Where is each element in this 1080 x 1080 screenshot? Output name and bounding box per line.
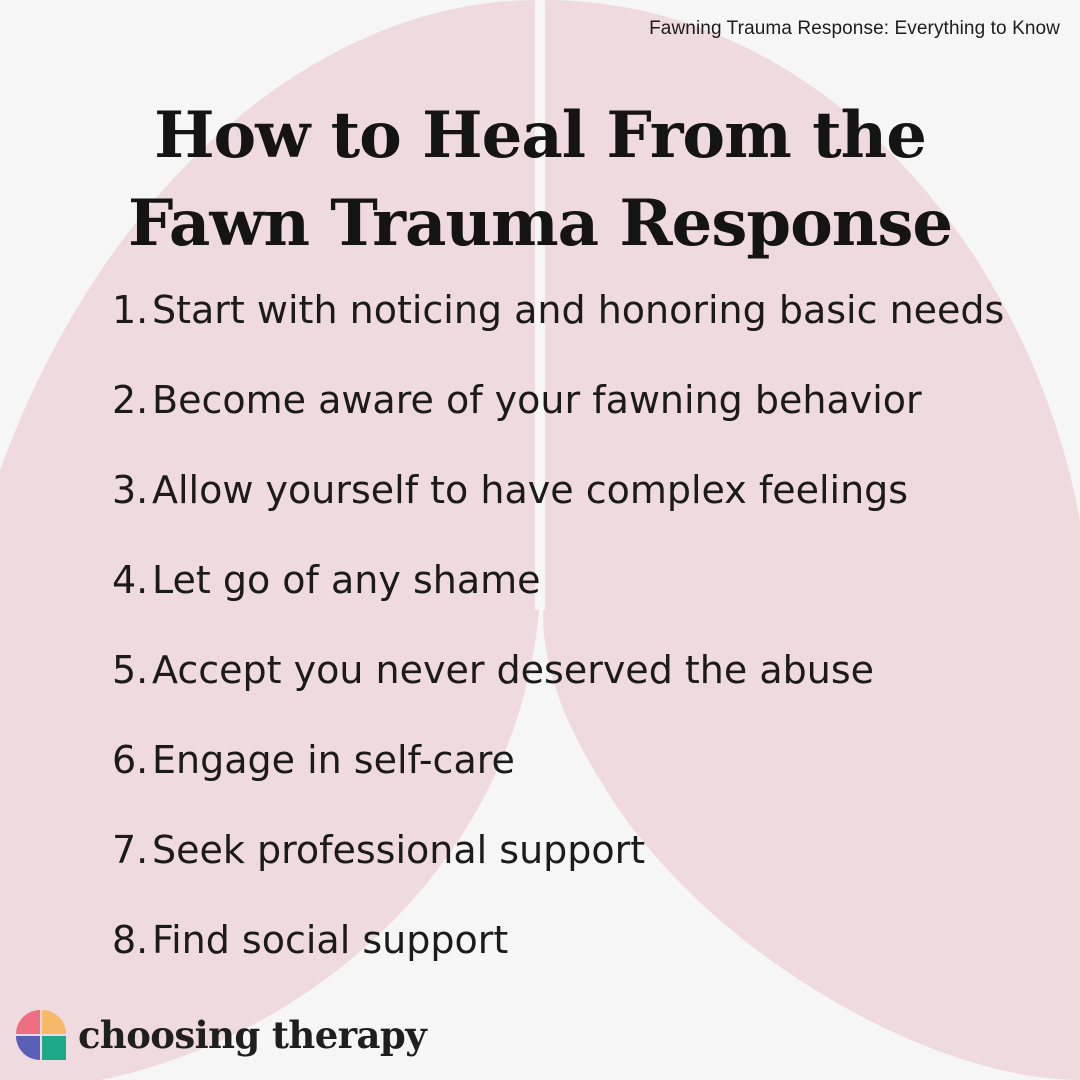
- page-title: How to Heal From the Fawn Trauma Respons…: [0, 92, 1080, 268]
- step-text: Engage in self-care: [152, 738, 515, 782]
- brand-mark-yellow-quadrant: [42, 1010, 66, 1034]
- step-item: 6. Engage in self-care: [112, 738, 1004, 828]
- step-item: 3. Allow yourself to have complex feelin…: [112, 468, 1004, 558]
- step-number: 6.: [112, 738, 149, 782]
- step-text: Start with noticing and honoring basic n…: [152, 288, 1005, 332]
- brand-mark-blue-quadrant: [16, 1036, 40, 1060]
- brand-name: choosing therapy: [78, 1013, 427, 1057]
- center-divider: [535, 0, 545, 610]
- step-text: Find social support: [152, 918, 509, 962]
- brand-logo: choosing therapy: [14, 1007, 427, 1063]
- brand-mark-pink-quadrant: [16, 1010, 40, 1034]
- step-number: 2.: [112, 378, 149, 422]
- steps-list: 1. Start with noticing and honoring basi…: [112, 288, 1004, 1008]
- step-item: 2. Become aware of your fawning behavior: [112, 378, 1004, 468]
- step-text: Seek professional support: [152, 828, 646, 872]
- title-line-1: How to Heal From the: [154, 98, 927, 173]
- step-item: 7. Seek professional support: [112, 828, 1004, 918]
- right-lobe-shape: [543, 0, 1080, 1080]
- source-caption: Fawning Trauma Response: Everything to K…: [649, 18, 1060, 39]
- step-text: Become aware of your fawning behavior: [152, 378, 922, 422]
- step-text: Allow yourself to have complex feelings: [152, 468, 909, 512]
- step-number: 7.: [112, 828, 149, 872]
- title-line-2: Fawn Trauma Response: [127, 186, 953, 261]
- step-item: 1. Start with noticing and honoring basi…: [112, 288, 1004, 378]
- step-number: 1.: [112, 288, 149, 332]
- brand-mark-green-quadrant: [42, 1036, 66, 1060]
- step-item: 4. Let go of any shame: [112, 558, 1004, 648]
- step-number: 3.: [112, 468, 149, 512]
- step-number: 4.: [112, 558, 149, 602]
- brand-mark-icon: [16, 1010, 66, 1060]
- step-text: Let go of any shame: [152, 558, 541, 602]
- step-item: 8. Find social support: [112, 918, 1004, 1008]
- step-number: 8.: [112, 918, 149, 962]
- step-number: 5.: [112, 648, 149, 692]
- left-lobe-shape: [0, 0, 540, 1080]
- step-text: Accept you never deserved the abuse: [152, 648, 874, 692]
- step-item: 5. Accept you never deserved the abuse: [112, 648, 1004, 738]
